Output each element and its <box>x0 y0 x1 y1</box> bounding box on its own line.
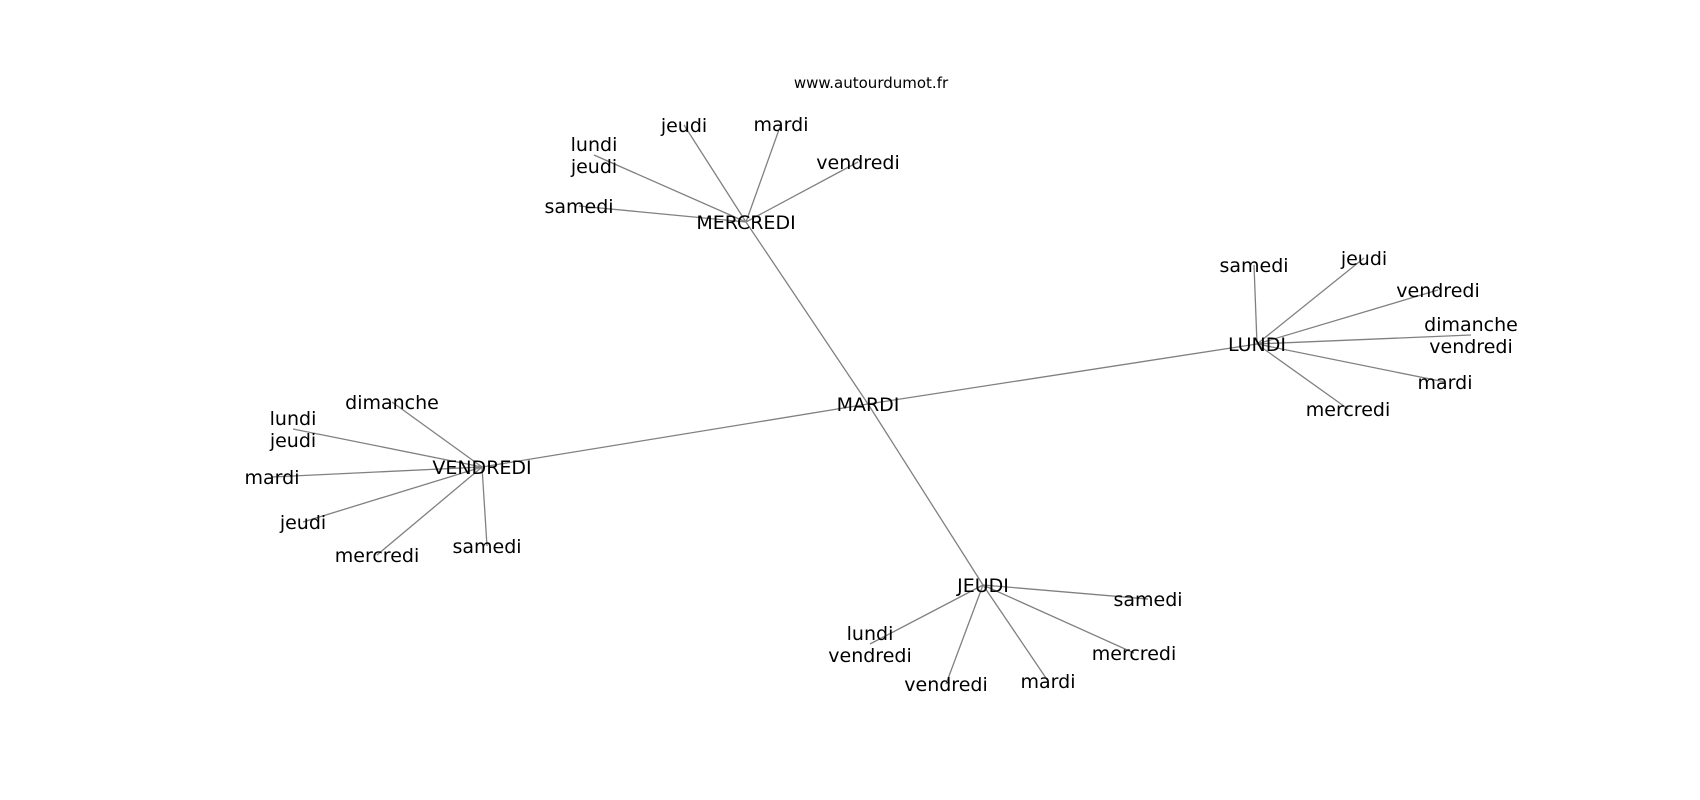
leaf-node-label: mercredi <box>335 545 419 567</box>
edge-lundi-leaf <box>1256 289 1439 345</box>
edge-center-to-jeudi <box>867 403 984 586</box>
edge-center-to-mercredi <box>745 221 869 405</box>
leaf-node-label: mercredi <box>1092 643 1176 665</box>
edge-lundi-leaf <box>1256 343 1446 383</box>
edge-vendredi-leaf <box>302 466 483 523</box>
hub-node-label: LUNDI <box>1228 334 1286 356</box>
edge-center-to-vendredi <box>481 403 869 468</box>
leaf-node-label: dimanche <box>345 392 439 414</box>
graph-edges <box>271 123 1472 685</box>
node-label-line: mercredi <box>335 545 419 567</box>
edge-jeudi-leaf <box>982 584 1149 600</box>
leaf-node-label: samedi <box>1113 589 1182 611</box>
edge-mercredi-leaf <box>593 154 747 223</box>
node-label-line: vendredi <box>1396 280 1479 302</box>
node-label-line: samedi <box>544 196 613 218</box>
edge-lundi-leaf <box>1256 343 1349 410</box>
leaf-node-label: mardi <box>754 114 809 136</box>
edge-jeudi-leaf <box>982 584 1135 654</box>
node-label-line: samedi <box>1113 589 1182 611</box>
hub-node-label: VENDREDI <box>432 457 531 479</box>
node-label-line: lundi <box>847 623 894 645</box>
edge-lundi-leaf <box>1253 264 1258 345</box>
edge-jeudi-leaf <box>869 584 984 645</box>
node-label-line: mardi <box>1418 372 1473 394</box>
node-label-line: jeudi <box>570 156 617 178</box>
edge-vendredi-leaf <box>271 466 483 478</box>
leaf-node-label: jeudi <box>660 115 707 137</box>
leaf-node-label: samedi <box>452 536 521 558</box>
edge-vendredi-leaf <box>391 401 483 468</box>
edge-jeudi-leaf <box>982 584 1049 682</box>
hub-node-label: MERCREDI <box>696 212 795 234</box>
node-label-line: samedi <box>452 536 521 558</box>
leaf-node-label: vendredi <box>904 674 987 696</box>
node-label-line: dimanche <box>1424 314 1518 336</box>
node-label-line: mardi <box>754 114 809 136</box>
node-label-line: vendredi <box>828 645 911 667</box>
node-label-line: samedi <box>1219 255 1288 277</box>
edge-mercredi-leaf <box>745 161 859 223</box>
hub-node-label: JEUDI <box>956 575 1009 597</box>
edge-lundi-leaf <box>1256 334 1472 345</box>
node-label-line: lundi <box>270 408 317 430</box>
leaf-node-label: mercredi <box>1306 399 1390 421</box>
leaf-node-label: samedi <box>544 196 613 218</box>
leaf-node-label: vendredi <box>1396 280 1479 302</box>
node-label-line: vendredi <box>904 674 987 696</box>
edge-center-to-lundi <box>867 343 1258 405</box>
node-label-line: mardi <box>245 467 300 489</box>
leaf-node-label: jeudi <box>1340 248 1387 270</box>
edge-mercredi-leaf <box>683 124 747 223</box>
edge-jeudi-leaf <box>945 584 984 685</box>
node-label-line: jeudi <box>279 512 326 534</box>
node-label-line: lundi <box>571 134 618 156</box>
edge-mercredi-leaf <box>745 123 782 223</box>
node-label-line: mardi <box>1021 671 1076 693</box>
edge-vendredi-leaf <box>481 466 488 547</box>
leaf-node-label: vendredi <box>816 152 899 174</box>
source-caption: www.autourdumot.fr <box>794 74 949 92</box>
center-node-label: MARDI <box>837 394 900 416</box>
node-label-line: mercredi <box>1306 399 1390 421</box>
node-label-line: vendredi <box>1429 336 1512 358</box>
edge-mercredi-leaf <box>578 205 747 223</box>
leaf-node-label: mardi <box>1021 671 1076 693</box>
leaf-node-label: mardi <box>245 467 300 489</box>
node-label-line: vendredi <box>816 152 899 174</box>
leaf-node-label: jeudi <box>279 512 326 534</box>
edge-vendredi-leaf <box>292 428 483 468</box>
node-label-line: jeudi <box>1340 248 1387 270</box>
node-label-line: jeudi <box>269 430 316 452</box>
node-label-line: dimanche <box>345 392 439 414</box>
leaf-node-label: samedi <box>1219 255 1288 277</box>
edge-vendredi-leaf <box>376 466 483 556</box>
edge-lundi-leaf <box>1256 257 1365 345</box>
node-label-line: mercredi <box>1092 643 1176 665</box>
leaf-node-label: mardi <box>1418 372 1473 394</box>
node-label-line: jeudi <box>660 115 707 137</box>
